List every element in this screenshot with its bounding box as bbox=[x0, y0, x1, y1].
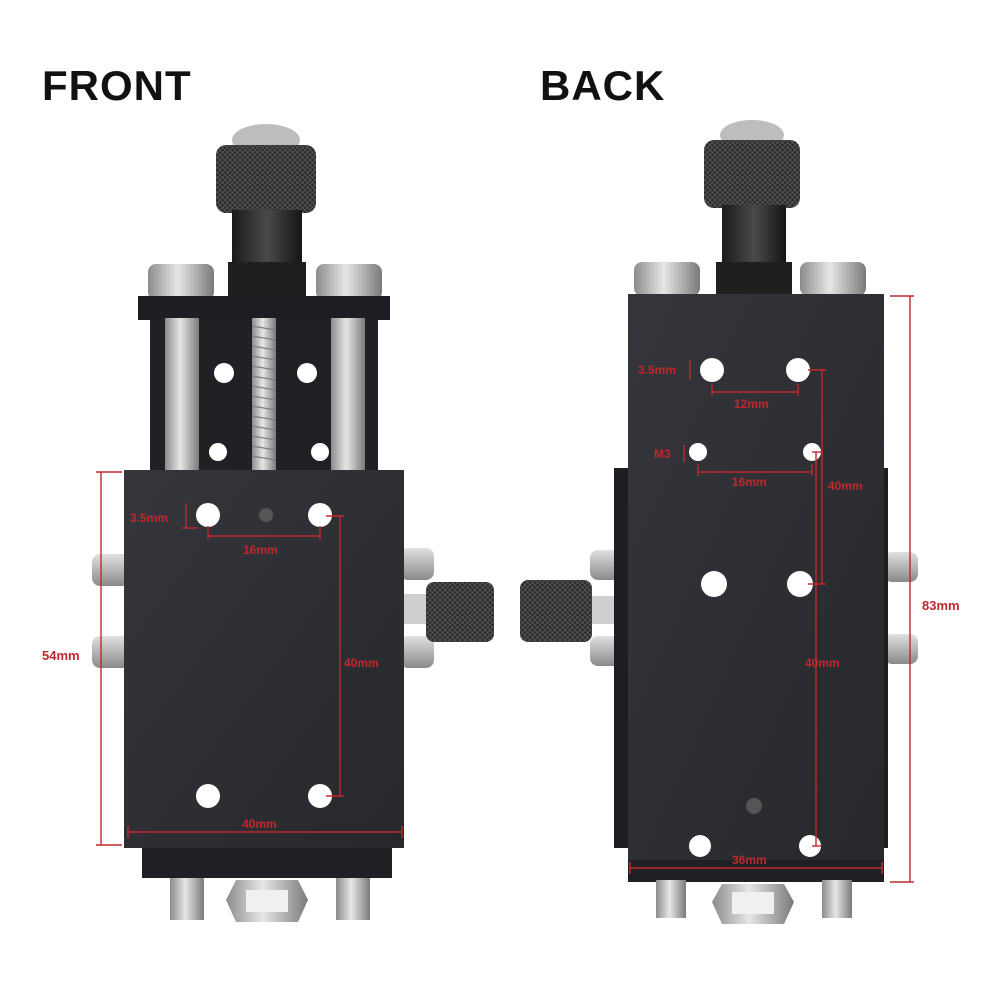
front-side-knob bbox=[426, 582, 494, 642]
front-height-label: 54mm bbox=[42, 648, 80, 663]
back-width-label: 36mm bbox=[732, 853, 767, 867]
back-top-spacing-label: 12mm bbox=[734, 397, 769, 411]
back-thread-label: M3 bbox=[654, 447, 671, 461]
front-top-spacing-label: 16mm bbox=[243, 543, 278, 557]
front-guide-rod-left bbox=[165, 318, 199, 478]
front-plate bbox=[124, 470, 404, 848]
front-heading: FRONT bbox=[42, 62, 192, 109]
front-dimensions bbox=[96, 471, 403, 846]
front-guide-rod-right bbox=[331, 318, 365, 478]
back-heading: BACK bbox=[540, 62, 666, 109]
back-height-label: 83mm bbox=[922, 598, 960, 613]
front-vertical-spacing-label: 40mm bbox=[344, 656, 379, 670]
front-hole-diameter-label: 3.5mm bbox=[130, 511, 168, 525]
back-assembly bbox=[520, 120, 918, 924]
front-knurled-knob bbox=[216, 145, 316, 213]
back-dimensions bbox=[629, 295, 914, 883]
back-lower-vertical-label: 40mm bbox=[805, 656, 840, 670]
back-hole-diameter-label: 3.5mm bbox=[638, 363, 676, 377]
back-middle-spacing-label: 16mm bbox=[732, 475, 767, 489]
front-assembly bbox=[92, 124, 494, 922]
back-upper-vertical-label: 40mm bbox=[828, 479, 863, 493]
front-width-label: 40mm bbox=[242, 817, 277, 831]
back-side-knob bbox=[520, 580, 592, 642]
back-knurled-knob bbox=[704, 140, 800, 208]
back-plate bbox=[628, 294, 884, 860]
